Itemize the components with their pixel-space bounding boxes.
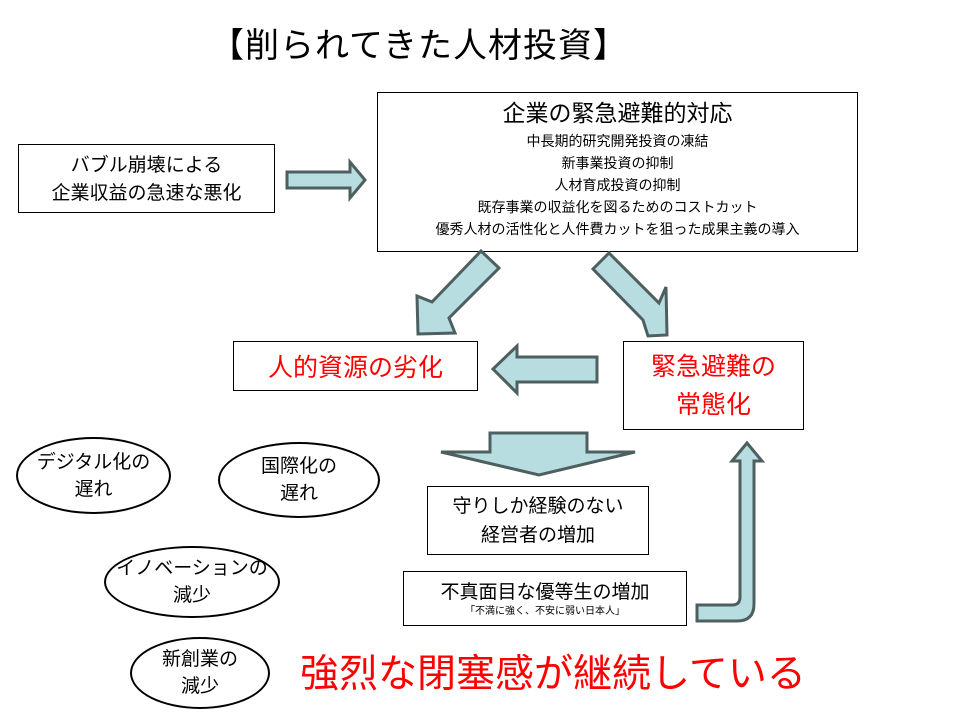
response-item: 人材育成投資の抑制 — [554, 178, 681, 194]
consequence-line: 遅れ — [279, 482, 318, 504]
cause-line-2: 企業収益の急速な悪化 — [51, 181, 242, 204]
consequence-line: 新創業の — [161, 648, 238, 670]
defensive-managers-box: 守りしか経験のない 経営者の増加 — [427, 486, 649, 555]
page-title: 【削られてきた人材投資】 — [210, 26, 628, 66]
conclusion-text: 強烈な閉塞感が継続している — [300, 652, 806, 697]
defensive-line-2: 経営者の増加 — [480, 523, 595, 546]
response-item: 中長期的研究開発投資の凍結 — [526, 134, 709, 150]
consequence-startup-decline: 新創業の 減少 — [130, 637, 270, 709]
consequence-line: 減少 — [180, 675, 219, 697]
response-box: 企業の緊急避難的対応 中長期的研究開発投資の凍結 新事業投資の抑制 人材育成投資… — [377, 92, 858, 252]
arrow-right-icon — [285, 157, 367, 203]
consequence-internationalization-delay: 国際化の 遅れ — [218, 442, 380, 518]
consequence-innovation-decline: イノベーションの 減少 — [104, 546, 280, 618]
response-item: 新事業投資の抑制 — [561, 156, 674, 172]
consequence-digital-delay: デジタル化の 遅れ — [16, 437, 171, 514]
normalization-line-2: 常態化 — [675, 389, 751, 419]
normalization-line-1: 緊急避難の — [650, 351, 776, 381]
arrow-left-icon — [490, 342, 599, 397]
normalization-box: 緊急避難の 常態化 — [623, 341, 804, 430]
response-item: 優秀人材の活性化と人件費カットを狙った成果主義の導入 — [435, 222, 800, 238]
honor-students-note: 「不満に強く、不安に弱い日本人」 — [465, 605, 625, 617]
arrow-down-left-icon — [415, 248, 502, 336]
response-item: 既存事業の収益化を図るためのコストカット — [477, 200, 758, 216]
consequence-line: 減少 — [172, 584, 211, 606]
consequence-line: 国際化の — [260, 455, 337, 477]
defensive-line-1: 守りしか経験のない — [452, 494, 624, 517]
consequence-line: 遅れ — [74, 477, 113, 500]
consequence-line: イノベーションの — [116, 557, 268, 579]
response-heading: 企業の緊急避難的対応 — [502, 101, 733, 127]
honor-students-box: 不真面目な優等生の増加 「不満に強く、不安に弱い日本人」 — [403, 571, 687, 626]
arrow-down-right-icon — [590, 250, 669, 338]
honor-students-label: 不真面目な優等生の増加 — [440, 580, 650, 603]
cause-line-1: バブル崩壊による — [70, 153, 223, 176]
arrow-down-icon — [440, 431, 636, 477]
cause-box: バブル崩壊による 企業収益の急速な悪化 — [18, 144, 275, 213]
arrow-bent-up-icon — [695, 440, 766, 623]
consequence-line: デジタル化の — [36, 450, 151, 473]
degradation-box: 人的資源の劣化 — [233, 341, 478, 391]
degradation-label: 人的資源の劣化 — [267, 353, 443, 382]
